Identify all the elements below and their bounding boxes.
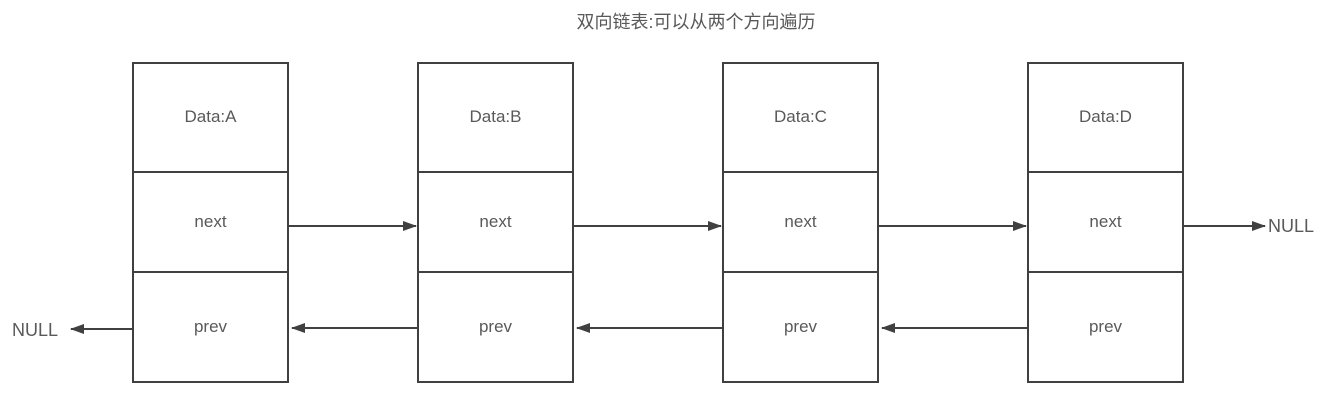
node-a-data-cell: Data:A — [184, 107, 237, 127]
node-c-prev-cell: prev — [724, 271, 877, 381]
null-label-right: NULL — [1268, 216, 1315, 236]
null-label-left: NULL — [12, 320, 59, 340]
node-b-data-cell: Data:B — [469, 107, 522, 127]
node-b-prev-cell: prev — [419, 271, 572, 381]
node-d-prev-cell: prev — [1029, 271, 1182, 381]
node-a-prev-cell: prev — [134, 271, 287, 381]
diagram-title: 双向链表:可以从两个方向遍历 — [576, 12, 816, 32]
node-c-data-cell: Data:C — [774, 107, 827, 127]
node-c-next-cell: next — [724, 170, 877, 272]
node-c: Data:C next prev — [722, 62, 879, 383]
node-d: Data:D next prev — [1027, 62, 1184, 383]
node-a: Data:A next prev — [132, 62, 289, 383]
node-b-next-cell: next — [419, 170, 572, 272]
node-d-next-cell: next — [1029, 170, 1182, 272]
node-d-data-cell: Data:D — [1079, 107, 1132, 127]
node-b: Data:B next prev — [417, 62, 574, 383]
node-a-next-cell: next — [134, 170, 287, 272]
